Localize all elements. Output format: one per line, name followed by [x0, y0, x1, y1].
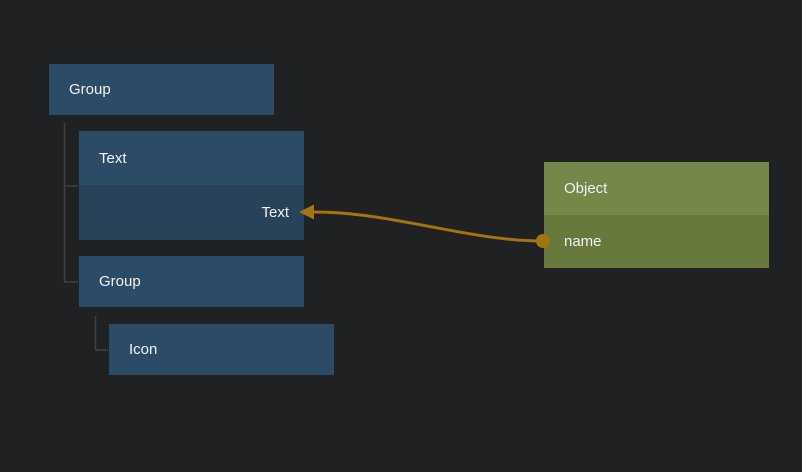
- node-group-2-title: Group: [99, 273, 141, 290]
- node-text-title: Text: [99, 149, 127, 167]
- connection-wire[interactable]: [313, 210, 544, 243]
- tree-connector-to-icon: [94, 316, 108, 351]
- node-icon-title: Icon: [129, 341, 158, 358]
- node-text-header[interactable]: Text: [79, 131, 304, 185]
- node-group-2[interactable]: Group: [79, 256, 304, 307]
- node-text[interactable]: Text Text: [79, 131, 304, 240]
- node-object-port-label: name: [564, 233, 602, 250]
- node-icon[interactable]: Icon: [109, 324, 334, 375]
- node-group-1[interactable]: Group: [49, 64, 274, 115]
- node-group-1-title: Group: [69, 81, 111, 98]
- node-group-1-header[interactable]: Group: [49, 64, 274, 115]
- node-object-header[interactable]: Object: [544, 162, 769, 215]
- node-object-port-row[interactable]: name: [544, 215, 769, 268]
- node-text-port-label: Text: [261, 204, 289, 221]
- node-object-title: Object: [564, 180, 608, 197]
- node-group-2-header[interactable]: Group: [79, 256, 304, 307]
- node-object[interactable]: Object name: [544, 162, 769, 268]
- node-icon-header[interactable]: Icon: [109, 324, 334, 375]
- tree-connector-group1-children: [63, 123, 78, 283]
- node-text-port-row[interactable]: Text: [79, 185, 304, 240]
